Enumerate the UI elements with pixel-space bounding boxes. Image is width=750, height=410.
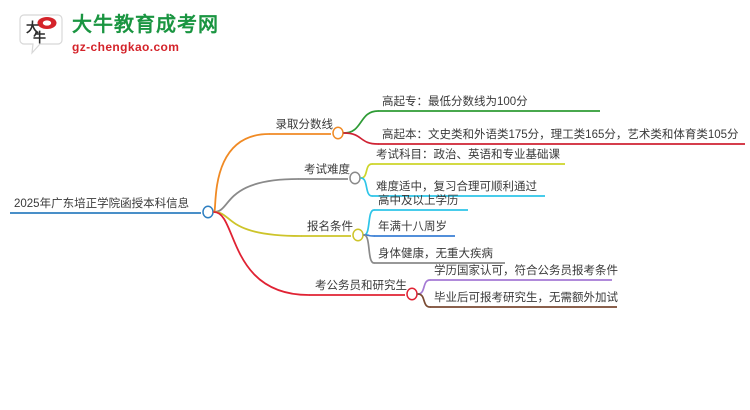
mindmap-root-node[interactable]: 2025年广东培正学院函授本科信息 [14, 198, 190, 210]
mindmap-leaf-node-3-1[interactable]: 高中及以上学历 [378, 195, 459, 207]
mindmap-branch-node-2[interactable]: 考试难度 [304, 164, 350, 176]
mindmap-branch-node-3[interactable]: 报名条件 [307, 221, 353, 233]
mindmap-branch-node-1[interactable]: 录取分数线 [275, 119, 334, 131]
mindmap-branch-node-4[interactable]: 考公务员和研究生 [315, 280, 407, 292]
svg-text:牛: 牛 [33, 30, 46, 45]
brand-domain: gz-chengkao.com [72, 40, 180, 54]
brand-title: 大牛教育成考网 [72, 14, 219, 36]
speech-bubble-logo-icon: 大 牛 [18, 12, 64, 58]
mindmap-leaf-node-2-1[interactable]: 考试科目：政治、英语和专业基础课 [376, 149, 560, 161]
mindmap-leaf-node-3-3[interactable]: 身体健康，无重大疾病 [378, 248, 493, 260]
brand-text-group: 大牛教育成考网 gz-chengkao.com [72, 13, 219, 55]
mindmap-leaf-node-4-2[interactable]: 毕业后可报考研究生，无需额外加试 [434, 292, 618, 304]
site-header: 大 牛 大牛教育成考网 gz-chengkao.com [0, 0, 750, 72]
mindmap-leaf-node-1-1[interactable]: 高起专：最低分数线为100分 [382, 96, 528, 108]
mindmap-leaf-node-1-2[interactable]: 高起本：文史类和外语类175分，理工类165分，艺术类和体育类105分 [382, 129, 739, 141]
svg-text:大: 大 [26, 20, 39, 35]
mindmap-leaf-node-2-2[interactable]: 难度适中，复习合理可顺利通过 [376, 181, 537, 193]
mindmap-leaf-node-4-1[interactable]: 学历国家认可，符合公务员报考条件 [434, 265, 618, 277]
mindmap-leaf-node-3-2[interactable]: 年满十八周岁 [378, 221, 447, 233]
